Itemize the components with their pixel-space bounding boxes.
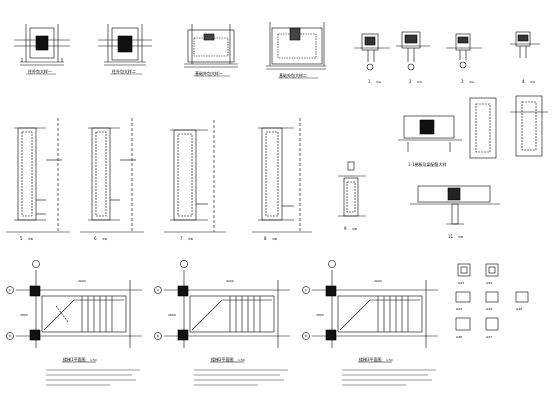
- stair-plan-3: [302, 260, 438, 348]
- small-tag-1: 1: [368, 79, 371, 84]
- stair-scale-2: 1:50: [238, 358, 245, 362]
- section-detail-2: [98, 24, 152, 66]
- grid-b-2: B: [157, 334, 159, 338]
- stair-plan-titles: 楼梯1平面图 1:50 楼梯2平面图 1:50 楼梯3平面图 1:50: [62, 356, 393, 363]
- small-tag-2: 2: [409, 79, 412, 84]
- stair-plan-grid-labels: A B A B A B 4200 4200 4200 2800 2800 280…: [9, 279, 382, 338]
- wall-tag-5: 9: [344, 226, 347, 231]
- wall-elevation-1: [6, 118, 70, 233]
- dim-left-3: 2800: [316, 313, 324, 317]
- wall-ref-5: 3/B: [352, 227, 357, 231]
- legend-label-7: GZ7: [486, 335, 492, 339]
- legend-label-2: GZ2: [486, 281, 492, 285]
- wall-ref-1: 3/B: [28, 237, 33, 241]
- caption-section-3: 基础外包大样一: [195, 70, 223, 76]
- small-detail-4: [510, 31, 540, 58]
- section-detail-3: [184, 24, 238, 68]
- legend-label-6: GZ6: [456, 335, 462, 339]
- stair-scale-1: 1:50: [90, 358, 97, 362]
- wall-ref-4: 3/B: [272, 237, 277, 241]
- section-detail-4: [266, 22, 326, 70]
- stair-scale-3: 1:50: [386, 358, 393, 362]
- dim-top-2: 4200: [226, 279, 234, 283]
- slab-detail-caption: 1-1梯板及梁配筋大样: [408, 161, 447, 167]
- dim-left-1: 2800: [20, 313, 28, 317]
- legend-label-1: GZ1: [458, 281, 464, 285]
- small-detail-3: [446, 33, 482, 69]
- caption-section-1: 柱外包大样一: [28, 68, 52, 74]
- legend-label-4: GZ4: [486, 307, 492, 311]
- beam-detail-tag: 11: [448, 234, 454, 239]
- top-section-captions: 柱外包大样一 柱外包大样二 基础外包大样一 基础外包大样二: [26, 68, 318, 79]
- column-legend-labels: GZ1 GZ2 GZ3 GZ4 GZ5 GZ6 GZ7: [456, 281, 522, 339]
- small-ref-2: 3/A: [417, 80, 423, 84]
- wall-tag-3: 7: [180, 236, 183, 241]
- stair-title-3: 楼梯3平面图: [359, 356, 382, 362]
- grid-b-3: B: [305, 334, 307, 338]
- dim-top-3: 4200: [374, 279, 382, 283]
- wall-elevation-2: [80, 118, 144, 233]
- beam-section-detail: [410, 185, 500, 225]
- grid-a-3: A: [305, 288, 308, 292]
- slab-beam-detail: [398, 95, 548, 159]
- legend-label-5: GZ5: [516, 307, 522, 311]
- wall-elevation-3: [164, 120, 226, 233]
- small-tag-3: 3: [461, 79, 464, 84]
- wall-elevation-5: [338, 161, 366, 217]
- caption-section-2: 柱外包大样二: [112, 68, 136, 74]
- wall-tag-1: 5: [20, 236, 23, 241]
- stair-notes: [46, 369, 436, 386]
- wall-tag-4: 8: [264, 236, 267, 241]
- small-ref-3: 3/A: [469, 80, 475, 84]
- small-tag-4: 4: [522, 79, 525, 84]
- small-detail-1: [354, 33, 390, 71]
- wall-tag-2: 6: [94, 236, 97, 241]
- grid-a-1: A: [9, 288, 12, 292]
- small-ref-4: 3/A: [530, 80, 536, 84]
- beam-detail-ref: 3/B: [458, 235, 463, 239]
- stair-plan-2: [154, 260, 290, 348]
- wall-ref-2: 3/B: [102, 237, 107, 241]
- stair-title-2: 楼梯2平面图: [211, 356, 234, 362]
- section-detail-1: [14, 24, 70, 66]
- small-detail-labels: 1 3/A 2 3/A 3 3/A 4 3/A: [368, 79, 536, 84]
- caption-section-4: 基础外包大样二: [279, 72, 307, 78]
- small-ref-1: 3/A: [376, 80, 382, 84]
- legend-label-3: GZ3: [456, 307, 462, 311]
- wall-elevation-4: [252, 118, 312, 233]
- dim-left-2: 2800: [168, 313, 176, 317]
- column-legend: [455, 263, 529, 331]
- grid-b-1: B: [9, 334, 11, 338]
- dim-top-1: 4200: [78, 279, 86, 283]
- stair-plan-1: [6, 260, 142, 348]
- wall-ref-3: 3/B: [188, 237, 193, 241]
- stair-title-1: 楼梯1平面图: [63, 356, 86, 362]
- small-detail-2: [396, 31, 430, 71]
- wall-elevation-labels: 5 3/B 6 3/B 7 3/B 8 3/B 9 3/B: [20, 226, 357, 241]
- grid-a-2: A: [157, 288, 160, 292]
